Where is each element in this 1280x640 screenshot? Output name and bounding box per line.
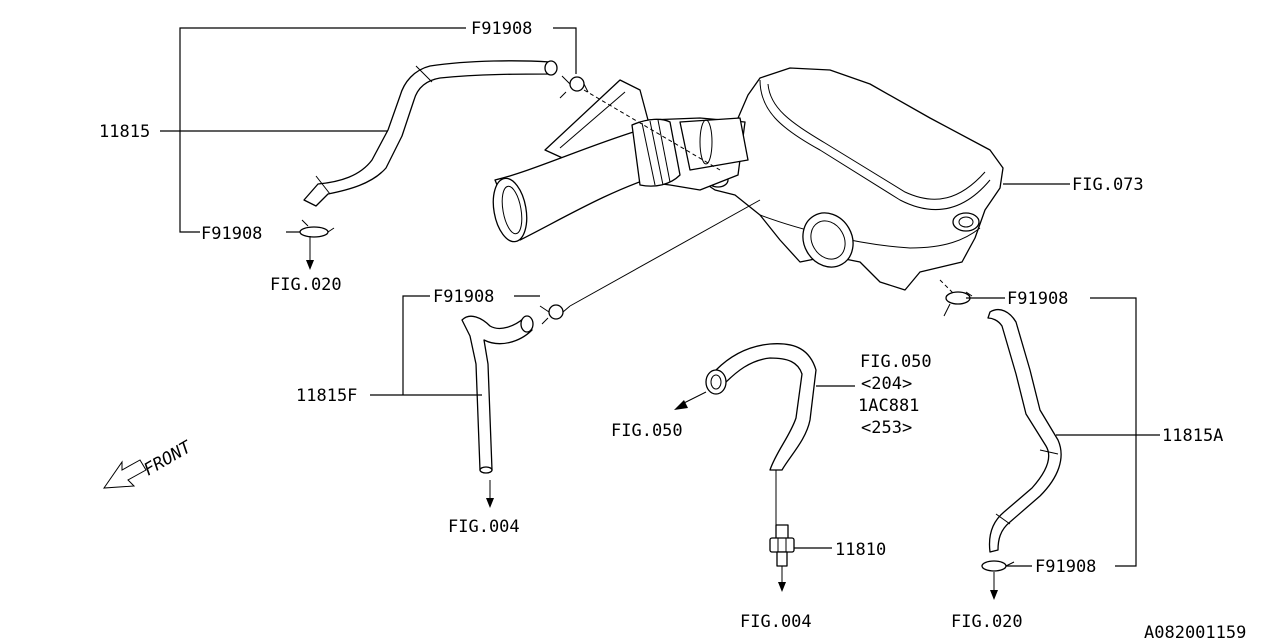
label-fig-004-bottom: FIG.004 (740, 612, 812, 632)
hose-clamp-icon (943, 291, 973, 317)
flow-arrow-icon (778, 566, 786, 592)
leader-line (569, 199, 761, 307)
label-11810: 11810 (835, 540, 886, 560)
label-f91908-right-bottom: F91908 (1035, 557, 1096, 577)
front-label: FRONT (141, 437, 197, 481)
label-11815a: 11815A (1162, 426, 1223, 446)
hose-clamp-icon (559, 75, 589, 99)
label-253: <253> (861, 418, 912, 438)
hose-11815 (303, 60, 558, 207)
front-arrow-icon: FRONT (102, 437, 197, 489)
hose-11815f (461, 315, 534, 474)
label-fig-004-mid: FIG.004 (448, 517, 520, 537)
flow-arrow-icon (990, 572, 998, 600)
label-fig-050-arrow: FIG.050 (611, 421, 683, 441)
label-204: <204> (861, 374, 912, 394)
connection-line (583, 89, 721, 171)
label-11815f: 11815F (296, 386, 357, 406)
label-fig-020-right: FIG.020 (951, 612, 1023, 632)
label-f91908-left: F91908 (201, 224, 262, 244)
flow-arrow-icon (674, 391, 707, 410)
label-f91908-top: F91908 (471, 19, 532, 39)
label-fig-050-note: FIG.050 (860, 352, 932, 372)
label-f91908-right-top: F91908 (1007, 289, 1068, 309)
label-1ac881: 1AC881 (858, 396, 919, 416)
label-fig-073: FIG.073 (1072, 175, 1144, 195)
flow-arrow-icon (306, 236, 314, 270)
air-cleaner-assembly (492, 67, 1004, 291)
label-11815: 11815 (99, 122, 150, 142)
label-f91908-mid: F91908 (433, 287, 494, 307)
flow-arrow-icon (486, 480, 494, 508)
hose-clamp-icon (539, 304, 571, 325)
hose-clamp-icon (299, 219, 335, 238)
diagram-id: A082001159 (1144, 623, 1246, 640)
label-fig-020-left: FIG.020 (270, 275, 342, 295)
leader-lines (160, 27, 1160, 567)
pcv-valve-icon (769, 524, 795, 567)
hose-1ac881 (705, 343, 817, 525)
hose-11815a (987, 308, 1062, 553)
